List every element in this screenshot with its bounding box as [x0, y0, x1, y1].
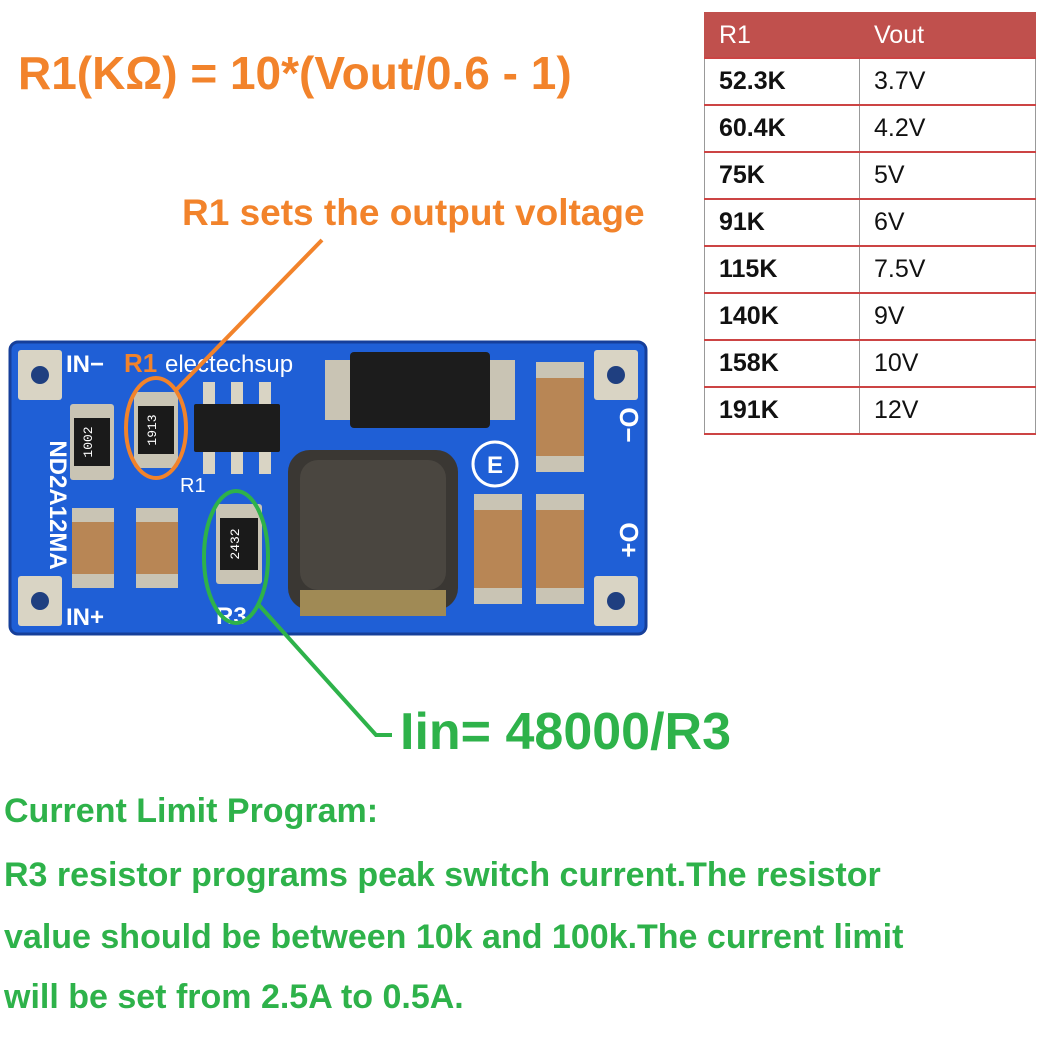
- r3-callout-line: [256, 602, 392, 737]
- r1-note: R1 sets the output voltage: [182, 192, 645, 233]
- svg-text:E: E: [487, 452, 503, 479]
- header-vout: Vout: [859, 12, 1036, 59]
- pin-out-plus-label: O+: [614, 522, 644, 557]
- r1-value: 191K: [704, 386, 860, 435]
- vout-value: 10V: [859, 339, 1036, 388]
- vout-value: 12V: [859, 386, 1036, 435]
- e-mark: E: [471, 440, 519, 488]
- inductor: [288, 450, 458, 616]
- resistor-r3-2432: 2432: [216, 504, 262, 584]
- r1-value: 75K: [704, 151, 860, 200]
- pin-out-minus-label: O−: [614, 407, 644, 442]
- output-capacitors: [474, 362, 584, 604]
- r1-value: 140K: [704, 292, 860, 341]
- input-capacitors: [72, 508, 178, 588]
- pin-in-plus-label: IN+: [66, 604, 104, 631]
- r1-formula: R1(KΩ) = 10*(Vout/0.6 - 1): [18, 47, 572, 99]
- r1-value: 158K: [704, 339, 860, 388]
- diode: [325, 352, 515, 428]
- vout-value: 3.7V: [859, 57, 1036, 106]
- svg-text:1913: 1913: [145, 414, 160, 445]
- r1-highlight-ellipse: [124, 376, 188, 480]
- model-silkscreen: ND2A12MA: [44, 440, 71, 569]
- r1-value: 52.3K: [704, 57, 860, 106]
- note-line-2: value should be between 10k and 100k.The…: [4, 918, 904, 956]
- note-line-1: R3 resistor programs peak switch current…: [4, 856, 881, 894]
- vout-value: 7.5V: [859, 245, 1036, 294]
- current-limit-title: Current Limit Program:: [4, 792, 379, 830]
- r1-callout-label: R1: [124, 348, 157, 378]
- r1-callout-line: [174, 238, 324, 392]
- iin-formula: Iin= 48000/R3: [400, 703, 731, 761]
- resistor-r1-1913: 1913: [134, 392, 178, 468]
- svg-text:2432: 2432: [228, 528, 243, 559]
- ic-chip: [194, 382, 280, 474]
- resistor-1002: 1002: [70, 404, 114, 480]
- r1-value: 115K: [704, 245, 860, 294]
- vout-value: 9V: [859, 292, 1036, 341]
- vout-value: 6V: [859, 198, 1036, 247]
- brand-silkscreen: electechsup: [165, 351, 293, 378]
- note-line-3: will be set from 2.5A to 0.5A.: [4, 978, 464, 1016]
- r3-highlight-ellipse: [202, 489, 270, 625]
- r1-silkscreen: R1: [180, 475, 206, 497]
- mounting-pads: [18, 350, 638, 626]
- vout-value: 5V: [859, 151, 1036, 200]
- r1-value: 91K: [704, 198, 860, 247]
- pin-in-minus-label: IN−: [66, 351, 104, 378]
- svg-text:1002: 1002: [81, 426, 96, 457]
- table-header-row: R1 Vout: [704, 12, 1036, 59]
- header-r1: R1: [704, 12, 860, 59]
- vout-value: 4.2V: [859, 104, 1036, 153]
